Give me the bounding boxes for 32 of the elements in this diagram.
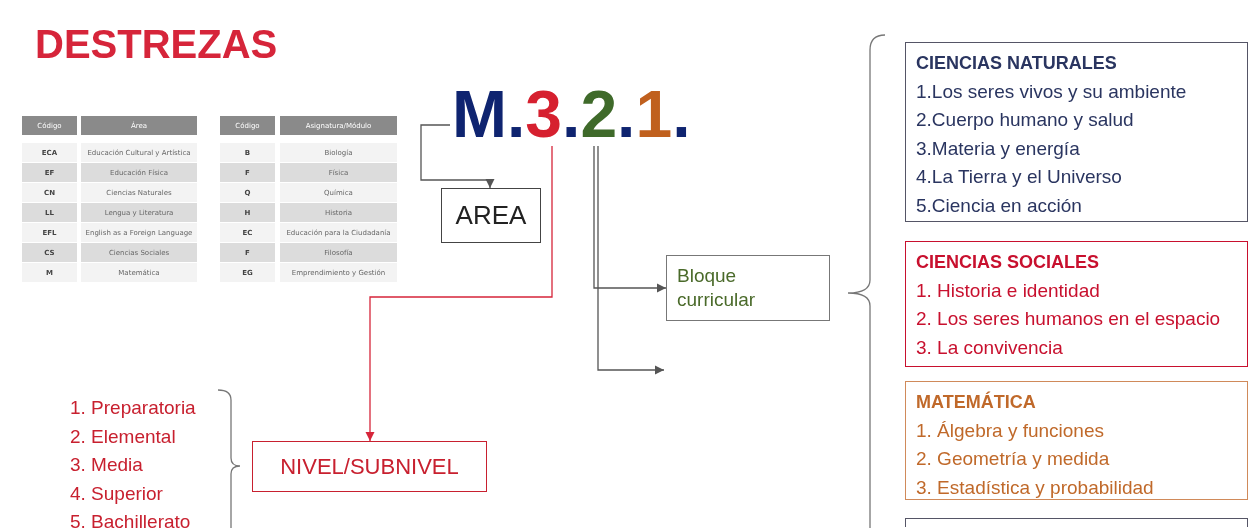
list-item: 3. Estadística y probabilidad (916, 475, 1155, 500)
heading-text: CIENCIAS NATURALES (916, 52, 1118, 75)
list-item: 1. Historia e identidad (916, 278, 1101, 303)
list-item: 3. La convivencia (916, 335, 1064, 360)
subject-box (905, 381, 1248, 500)
list-item: 2. Los seres humanos en el espacio (916, 307, 1222, 331)
list-item: 2.Cuerpo humano y salud (916, 108, 1135, 132)
arrow (365, 145, 553, 442)
list-item: 2. Elemental (70, 425, 176, 448)
area-box: AREA (441, 188, 541, 243)
arrow (593, 145, 667, 293)
heading-text: MATEMÁTICA (916, 390, 1037, 414)
subject-box (905, 241, 1248, 367)
block-box: Bloque curricular (666, 255, 830, 321)
subject-box (905, 518, 1248, 527)
code-text: M.3.2.1. (452, 78, 691, 150)
list-item: 3.Materia y energía (916, 136, 1081, 161)
level-box: NIVEL/SUBNIVEL (252, 441, 487, 492)
list-item: 5. Bachillerato (70, 511, 191, 528)
list-item: 5.Ciencia en acción (916, 193, 1083, 218)
title: DESTREZAS (35, 22, 278, 67)
list-item: 3. Media (70, 454, 143, 476)
list-item: 4.La Tierra y el Universo (916, 165, 1123, 189)
subject-box (905, 42, 1248, 222)
heading-text: CIENCIAS SOCIALES (916, 251, 1101, 274)
list-item: 1. Preparatoria (70, 397, 196, 419)
list-item: 2. Geometría y medida (916, 447, 1111, 471)
list-item: 1.Los seres vivos y su ambiente (916, 79, 1188, 104)
list-item: 4. Superior (70, 482, 163, 505)
arrow (597, 145, 665, 375)
arrow (420, 124, 495, 189)
list-item: 1. Álgebra y funciones (916, 418, 1105, 443)
